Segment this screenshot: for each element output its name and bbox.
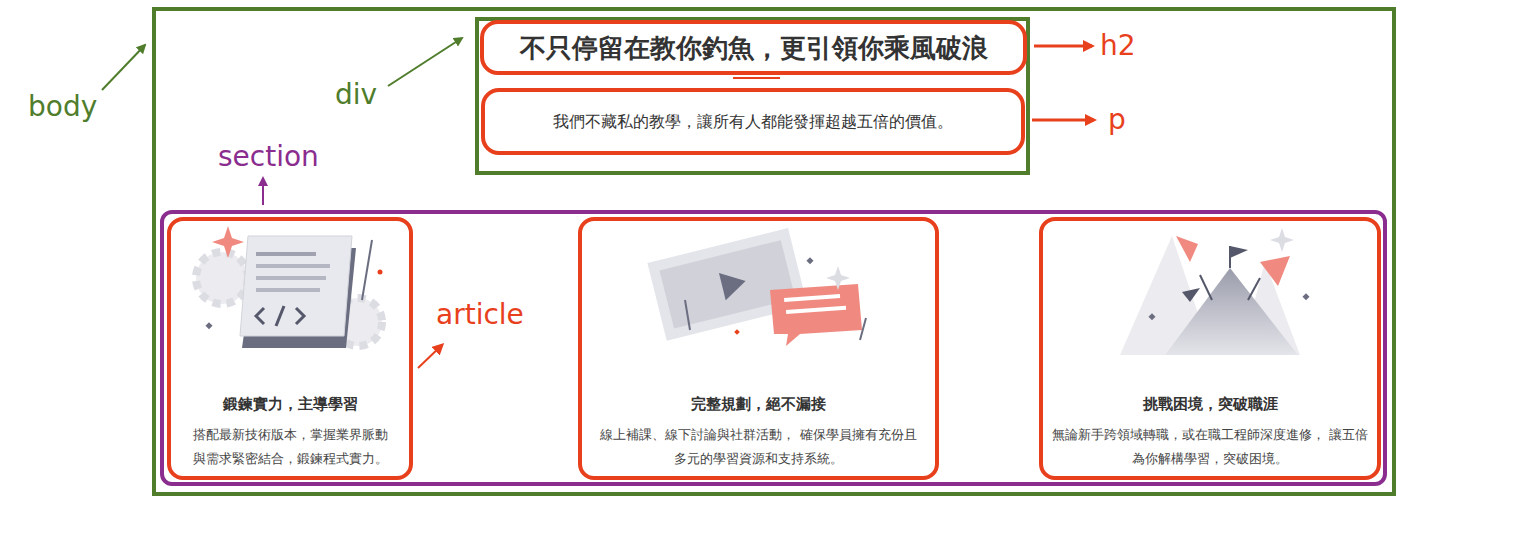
article-text: 線上補課、線下討論與社群活動， 確保學員擁有充份且多元的學習資源和支持系統。 <box>599 423 919 471</box>
tag-label: body <box>28 90 97 124</box>
article-text: 無論新手跨領域轉職，或在職工程師深度進修， 讓五倍為你解構學習，突破困境。 <box>1049 423 1371 471</box>
tag-label: div <box>335 78 377 112</box>
body-box: bodydiv不只停留在教你釣魚，更引領你乘風破浪h2我們不藏私的教學，讓所有人… <box>152 7 1396 496</box>
paragraph-box: 我們不藏私的教學，讓所有人都能發揮超越五倍的價值。p <box>481 88 1025 155</box>
tag-label: article <box>436 298 524 332</box>
article-text: 搭配最新技術版本，掌握業界脈動 與需求緊密結合，鍛鍊程式實力。 <box>185 423 395 471</box>
paragraph-text: 我們不藏私的教學，讓所有人都能發揮超越五倍的價值。 <box>553 110 953 134</box>
article-box: 挑戰困境，突破職涯無論新手跨領域轉職，或在職工程師深度進修， 讓五倍為你解構學習… <box>1039 217 1381 480</box>
article-title: 鍛鍊實力，主導學習 <box>223 393 358 415</box>
tag-label: h2 <box>1100 29 1136 63</box>
article-box: 鍛鍊實力，主導學習搭配最新技術版本，掌握業界脈動 與需求緊密結合，鍛鍊程式實力。… <box>167 217 413 480</box>
heading-text: 不只停留在教你釣魚，更引領你乘風破浪 <box>520 31 988 65</box>
tag-label: p <box>1108 103 1126 137</box>
article-box: 完整規劃，絕不漏接線上補課、線下討論與社群活動， 確保學員擁有充份且多元的學習資… <box>578 217 939 480</box>
article-title: 挑戰困境，突破職涯 <box>1143 393 1278 415</box>
article-title: 完整規劃，絕不漏接 <box>691 393 826 415</box>
div-box: div不只停留在教你釣魚，更引領你乘風破浪h2我們不藏私的教學，讓所有人都能發揮… <box>475 17 1030 175</box>
tag-label: section <box>218 140 319 174</box>
section-box: section鍛鍊實力，主導學習搭配最新技術版本，掌握業界脈動 與需求緊密結合，… <box>160 210 1387 486</box>
heading-box: 不只停留在教你釣魚，更引領你乘風破浪h2 <box>480 20 1027 75</box>
